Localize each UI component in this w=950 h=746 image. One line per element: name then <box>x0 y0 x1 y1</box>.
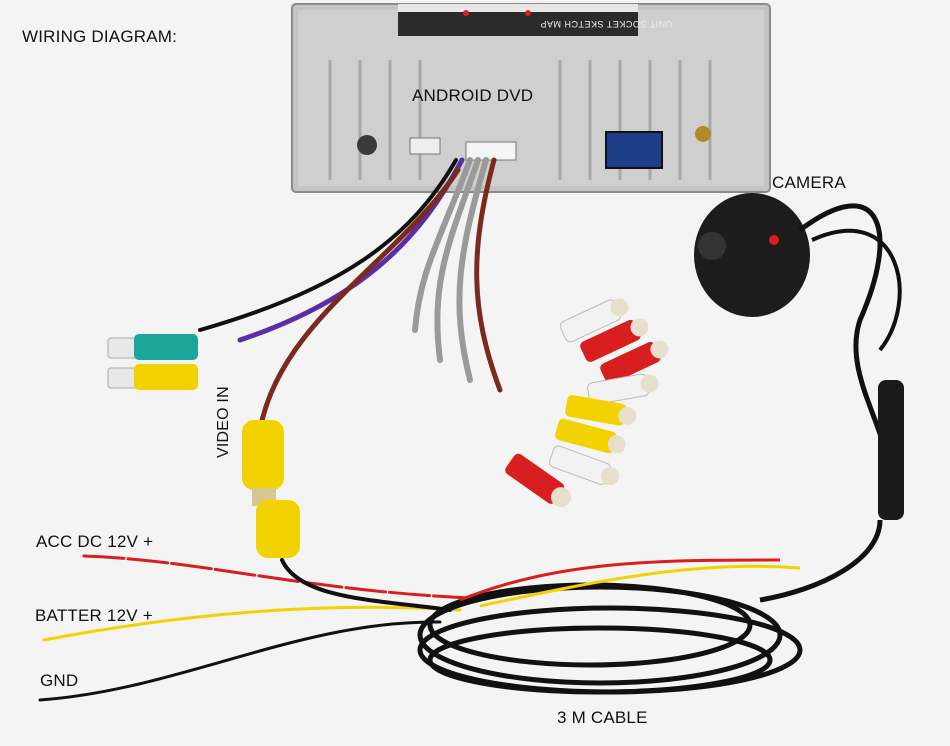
battery-label: BATTER 12V + <box>35 606 153 625</box>
video-in-rca <box>242 420 300 558</box>
sticker-text: UNIT SOCKET SKETCH MAP <box>540 19 673 29</box>
diagram-title: WIRING DIAGRAM: <box>22 27 178 46</box>
ground-label: GND <box>40 671 79 690</box>
acc-label: ACC DC 12V + <box>36 532 154 551</box>
head-unit-label: ANDROID DVD <box>412 86 534 105</box>
video-out-rca-pair <box>107 334 198 390</box>
camera <box>694 193 904 520</box>
cable-coil <box>417 519 883 695</box>
video-in-label: VIDEO IN <box>215 386 232 458</box>
android-dvd-head-unit <box>291 3 771 193</box>
camera-label: CAMERA <box>772 173 846 192</box>
cable-label: 3 M CABLE <box>557 708 648 727</box>
power-wires <box>38 554 472 702</box>
audio-rca-cluster <box>505 298 669 508</box>
harness-wires <box>198 157 503 433</box>
